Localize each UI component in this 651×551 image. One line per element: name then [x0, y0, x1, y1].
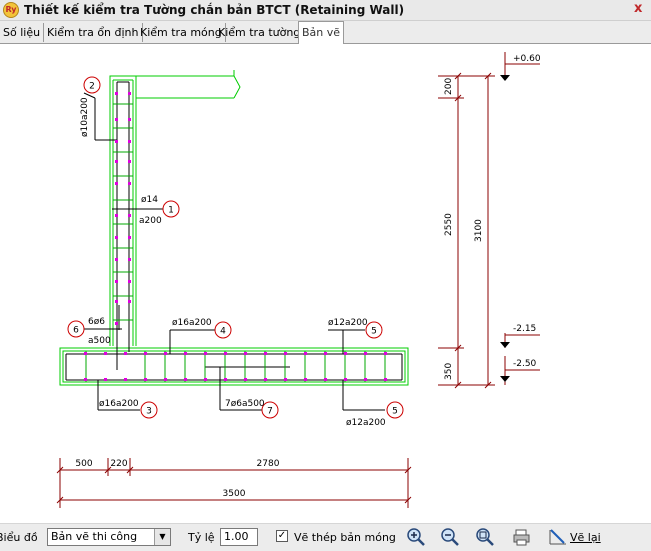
- bottom-toolbar: Biểu đồ Bản vẽ thi công ▼ Tỷ lệ 1.00 ✓ V…: [0, 523, 651, 551]
- wall-outline: [59, 70, 409, 386]
- level-arrows: [500, 75, 510, 382]
- svg-text:-2.50: -2.50: [513, 359, 537, 369]
- callout-4: 4 ø16a200: [172, 318, 232, 339]
- callout-6: 6 6ø6 a500: [67, 317, 111, 346]
- svg-text:7: 7: [267, 407, 273, 417]
- svg-text:7ø6a500: 7ø6a500: [225, 399, 265, 409]
- callout-7: 7 7ø6a500: [225, 399, 279, 419]
- svg-text:-2.15: -2.15: [513, 324, 536, 334]
- level-labels: +0.60 -2.15 -2.50: [513, 54, 541, 369]
- svg-text:6: 6: [73, 326, 79, 336]
- svg-text:5: 5: [371, 327, 377, 337]
- dimensions-bottom: [56, 458, 412, 508]
- dimensions-right: [438, 72, 495, 389]
- tab-kiem-tra-on-dinh[interactable]: Kiểm tra ổn định: [44, 23, 143, 42]
- svg-text:2780: 2780: [257, 459, 280, 469]
- rebar-dots: [84, 92, 387, 381]
- svg-text:ø12a200: ø12a200: [346, 418, 386, 428]
- app-logo-icon: Ry: [3, 2, 19, 18]
- scale-label: Tỷ lệ: [188, 531, 215, 544]
- svg-text:ø16a200: ø16a200: [172, 318, 212, 328]
- draw-footing-rebar-label: Vẽ thép bản móng: [294, 531, 396, 544]
- svg-text:ø14: ø14: [141, 195, 158, 205]
- redraw-button[interactable]: Vẽ lại: [570, 531, 601, 544]
- close-icon[interactable]: x: [634, 1, 643, 16]
- svg-text:200: 200: [444, 78, 454, 95]
- tab-kiem-tra-mong[interactable]: Kiểm tra móng: [137, 23, 226, 42]
- svg-text:ø10a200: ø10a200: [80, 97, 90, 137]
- svg-text:4: 4: [220, 327, 226, 337]
- svg-text:6ø6: 6ø6: [88, 317, 105, 327]
- dimension-labels-bottom: 500 220 2780 3500: [75, 459, 279, 499]
- drawing-canvas: 2 ø10a200 1 ø14 a200 6 6ø6 a500 4 ø16a20…: [56, 52, 541, 508]
- level-markers: [504, 52, 540, 385]
- wall-rebar: [65, 81, 403, 411]
- callout-5-bottom: 5 ø12a200: [346, 401, 404, 428]
- zoom-in-icon[interactable]: [406, 527, 426, 547]
- print-icon[interactable]: [512, 527, 532, 547]
- callout-5-top: 5 ø12a200: [328, 318, 383, 339]
- svg-text:1: 1: [168, 206, 174, 216]
- svg-text:500: 500: [75, 459, 92, 469]
- redraw-icon[interactable]: [548, 527, 568, 547]
- dimension-labels-right: 200 2550 350 3100: [444, 78, 484, 380]
- tab-so-lieu[interactable]: Số liệu: [0, 23, 45, 42]
- svg-text:350: 350: [444, 363, 454, 380]
- zoom-out-icon[interactable]: [440, 527, 460, 547]
- zoom-fit-icon[interactable]: [475, 527, 495, 547]
- svg-text:2: 2: [89, 82, 95, 92]
- svg-text:2550: 2550: [444, 213, 454, 236]
- callout-3: 3 ø16a200: [99, 399, 158, 419]
- svg-text:3100: 3100: [474, 219, 484, 242]
- scale-input[interactable]: 1.00: [220, 528, 258, 546]
- tab-kiem-tra-tuong[interactable]: Kiểm tra tường: [215, 23, 305, 42]
- tab-bar: Số liệu Kiểm tra ổn định Kiểm tra móng K…: [0, 21, 651, 44]
- callout-2: 2 ø10a200: [80, 76, 101, 137]
- tab-ban-ve[interactable]: Bản vẽ: [298, 21, 345, 44]
- svg-text:+0.60: +0.60: [513, 54, 541, 64]
- svg-text:3500: 3500: [223, 489, 246, 499]
- svg-text:a500: a500: [88, 336, 111, 346]
- svg-text:ø16a200: ø16a200: [99, 399, 139, 409]
- title-bar: Ry Thiết kế kiểm tra Tường chắn bản BTCT…: [0, 0, 651, 21]
- wall-stirrups: [85, 103, 386, 382]
- chart-select-value: Bản vẽ thi công: [51, 530, 138, 543]
- draw-footing-rebar-checkbox[interactable]: ✓: [276, 530, 288, 542]
- svg-text:ø12a200: ø12a200: [328, 318, 368, 328]
- svg-text:220: 220: [110, 459, 127, 469]
- window-title: Thiết kế kiểm tra Tường chắn bản BTCT (R…: [24, 3, 405, 17]
- chart-label: Biểu đồ: [0, 531, 38, 544]
- svg-text:5: 5: [392, 407, 398, 417]
- chevron-down-icon[interactable]: ▼: [154, 529, 170, 545]
- svg-text:a200: a200: [139, 216, 162, 226]
- callout-1: 1 ø14 a200: [139, 195, 180, 226]
- chart-select[interactable]: Bản vẽ thi công ▼: [47, 528, 171, 546]
- svg-text:3: 3: [146, 407, 152, 417]
